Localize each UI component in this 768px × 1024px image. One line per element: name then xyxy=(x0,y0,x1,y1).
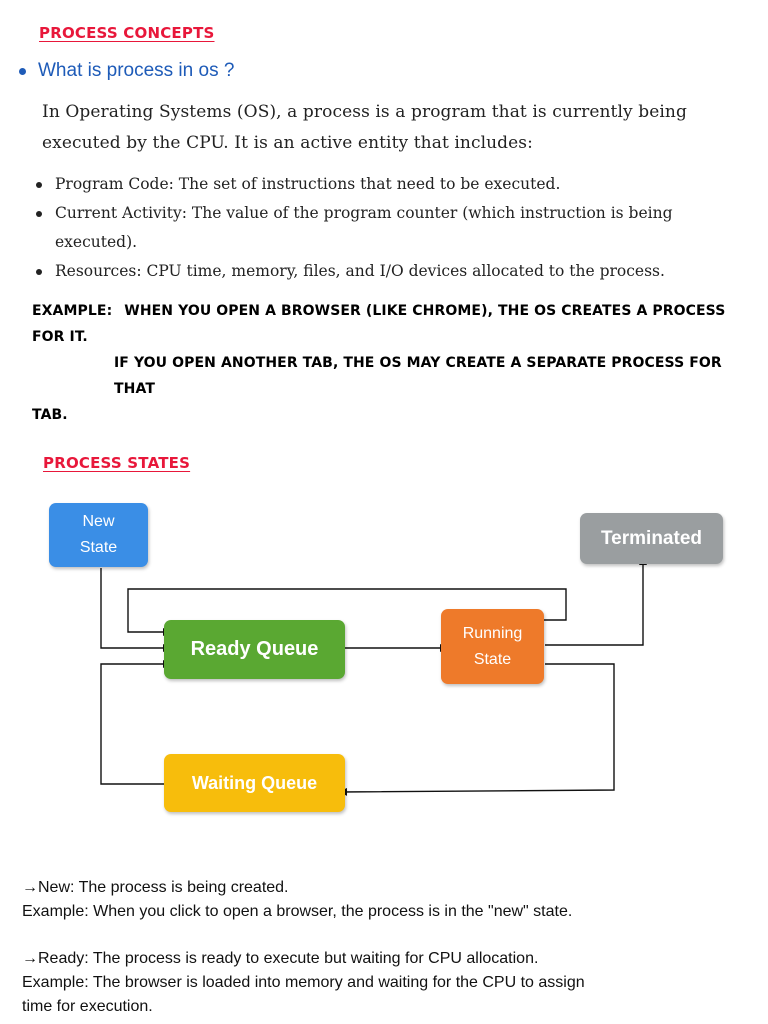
state-box-new: New State xyxy=(49,503,148,567)
state-box-waiting-queue: Waiting Queue xyxy=(164,754,345,812)
example-line-1: When you open a browser (like Chrome), t… xyxy=(32,303,726,345)
state-running-line1: Running xyxy=(462,624,523,642)
state-box-running: Running State xyxy=(441,609,544,684)
bullet-text: Resources: CPU time, memory, files, and … xyxy=(55,262,665,280)
list-item: Program Code: The set of instructions th… xyxy=(34,170,734,199)
intro-line-1: In Operating Systems (OS), a process is … xyxy=(42,102,687,122)
state-new-line2: State xyxy=(79,539,118,556)
list-item: Resources: CPU time, memory, files, and … xyxy=(34,257,734,286)
bullet-dot-icon xyxy=(19,67,26,75)
section-heading-process-concepts: PROCESS CONCEPTS xyxy=(39,24,215,42)
bullet-dot-icon xyxy=(36,182,42,188)
state-ready-label: Ready Queue xyxy=(190,638,319,660)
state-description-ready: →Ready: The process is ready to execute … xyxy=(22,947,752,1019)
state-description-new: →New: The process is being created. Exam… xyxy=(22,876,752,924)
question-text: What is process in os ? xyxy=(38,60,235,81)
example-block: Example:When you open a browser (like Ch… xyxy=(32,298,742,428)
question-heading: What is process in os ? xyxy=(19,60,234,82)
state-terminated-label: Terminated xyxy=(600,527,702,549)
state-running-line2: State xyxy=(473,650,512,668)
bullet-dot-icon xyxy=(36,211,42,217)
bullet-text: Current Activity: The value of the progr… xyxy=(55,204,673,222)
state-waiting-label: Waiting Queue xyxy=(191,772,318,793)
list-item: Current Activity: The value of the progr… xyxy=(34,199,734,257)
desc-new-line2: Example: When you click to open a browse… xyxy=(22,903,573,920)
example-label: Example: xyxy=(32,303,113,319)
bullet-text: Program Code: The set of instructions th… xyxy=(55,175,561,193)
concept-bullet-list: Program Code: The set of instructions th… xyxy=(34,170,734,286)
state-box-terminated: Terminated xyxy=(580,513,723,564)
example-line-2: If you open another tab, the OS may crea… xyxy=(114,355,722,397)
bullet-dot-icon xyxy=(36,269,42,275)
intro-paragraph: In Operating Systems (OS), a process is … xyxy=(42,97,742,159)
section-heading-process-states: PROCESS STATES xyxy=(43,454,191,472)
arrow-waiting-to-ready xyxy=(100,660,171,785)
desc-new-line1: →New: The process is being created. xyxy=(22,879,289,896)
example-line-3: tab. xyxy=(32,407,68,423)
desc-ready-line1: →Ready: The process is ready to execute … xyxy=(22,950,539,967)
bullet-text-continuation: executed). xyxy=(55,233,138,251)
arrow-new-to-ready xyxy=(100,568,171,652)
arrow-running-to-ready-loop xyxy=(127,588,567,636)
state-box-ready-queue: Ready Queue xyxy=(164,620,345,679)
intro-line-2: executed by the CPU. It is an active ent… xyxy=(42,133,533,153)
state-new-line1: New xyxy=(82,513,115,530)
desc-ready-line3: time for execution. xyxy=(22,998,153,1015)
arrow-running-to-waiting xyxy=(339,663,615,796)
arrow-running-to-terminated xyxy=(545,557,647,646)
desc-ready-line2: Example: The browser is loaded into memo… xyxy=(22,974,585,991)
